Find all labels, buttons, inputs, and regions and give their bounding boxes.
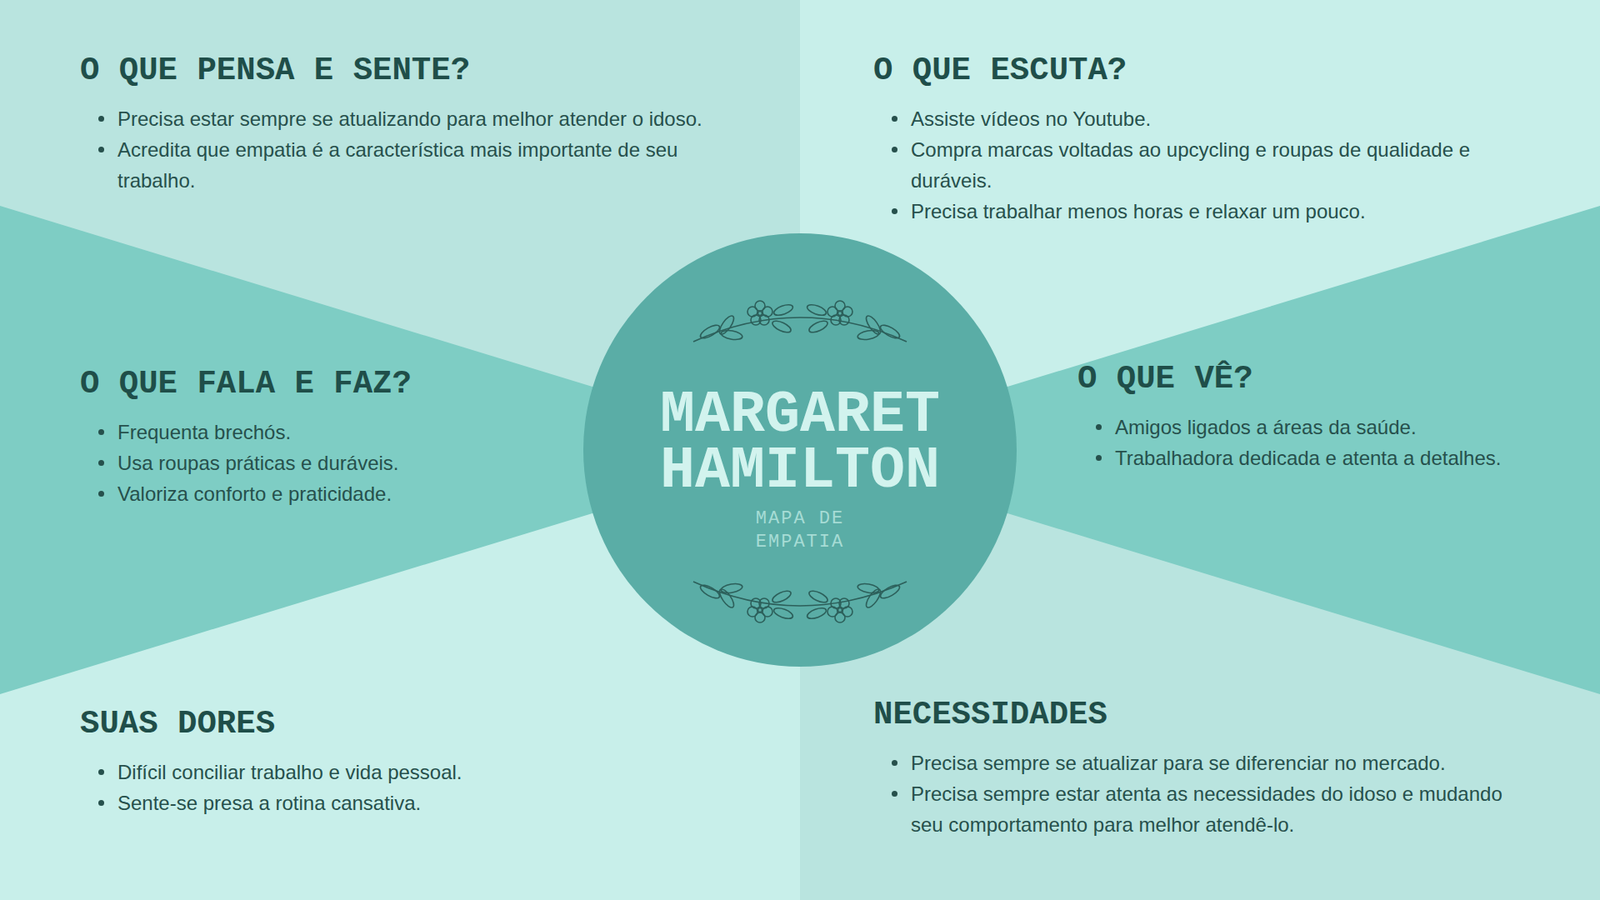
bullet-text: Acredita que empatia é a característica … bbox=[117, 134, 747, 196]
bullet-dot bbox=[891, 208, 898, 215]
leaf bbox=[772, 302, 795, 318]
leaf bbox=[856, 329, 880, 341]
map-subtitle: MAPA DE EMPATIA bbox=[755, 507, 845, 555]
section-heading: O QUE PENSA E SENTE? bbox=[80, 51, 747, 91]
leaf bbox=[716, 313, 736, 336]
bullet-dot bbox=[98, 460, 105, 466]
bullet-item: Usa roupas práticas e duráveis. bbox=[80, 447, 580, 479]
bullet-dot bbox=[98, 429, 105, 435]
leaf bbox=[863, 313, 883, 336]
leaf bbox=[805, 302, 828, 318]
bullet-list: Amigos ligados a áreas da saúde.Trabalha… bbox=[1077, 411, 1578, 474]
floral-ornament bbox=[693, 300, 907, 342]
bullet-text: Precisa sempre se atualizar para se dife… bbox=[910, 747, 1446, 779]
bullet-item: Amigos ligados a áreas da saúde. bbox=[1077, 411, 1578, 443]
bullet-dot bbox=[891, 115, 898, 122]
section-heading: O QUE FALA E FAZ? bbox=[80, 365, 580, 405]
stem bbox=[693, 317, 907, 342]
center-circle: MARGARET HAMILTON MAPA DE EMPATIA bbox=[583, 233, 1017, 667]
bullet-item: Frequenta brechós. bbox=[80, 416, 580, 448]
leaf bbox=[698, 322, 722, 341]
bullet-item: Compra marcas voltadas ao upcycling e ro… bbox=[873, 134, 1557, 196]
bullet-text: Compra marcas voltadas ao upcycling e ro… bbox=[910, 134, 1557, 196]
map-section: O QUE FALA E FAZ? Frequenta brechós.Usa r… bbox=[80, 365, 580, 510]
bullet-list: Frequenta brechós.Usa roupas práticas e … bbox=[80, 416, 580, 510]
bullet-dot bbox=[98, 490, 105, 497]
bullet-item: Acredita que empatia é a característica … bbox=[80, 134, 747, 196]
map-section: O QUE ESCUTA? Assiste vídeos no Youtube.C… bbox=[873, 51, 1557, 227]
bullet-dot bbox=[98, 800, 105, 806]
bullet-text: Precisa sempre estar atenta as necessida… bbox=[910, 778, 1524, 840]
flower bbox=[827, 300, 853, 325]
bullet-list: Precisa sempre se atualizar para se dife… bbox=[873, 747, 1524, 840]
bullet-item: Precisa trabalhar menos horas e relaxar … bbox=[873, 195, 1557, 227]
section-heading: O QUE VÊ? bbox=[1077, 360, 1578, 400]
bullet-dot bbox=[98, 115, 105, 122]
bullet-item: Sente-se presa a rotina cansativa. bbox=[80, 787, 664, 819]
bullet-dot bbox=[98, 146, 105, 153]
map-section: O QUE VÊ? Amigos ligados a áreas da saúde… bbox=[1077, 360, 1578, 474]
bullet-text: Usa roupas práticas e duráveis. bbox=[117, 447, 400, 479]
persona-name: MARGARET HAMILTON bbox=[660, 387, 940, 500]
bullet-text: Sente-se presa a rotina cansativa. bbox=[117, 787, 421, 819]
bullet-dot bbox=[891, 760, 898, 766]
bullet-dot bbox=[1095, 455, 1102, 461]
leaf bbox=[878, 322, 902, 341]
center-circle bbox=[583, 233, 1017, 667]
leaf bbox=[770, 318, 793, 335]
bullet-text: Precisa estar sempre se atualizando para… bbox=[117, 103, 703, 135]
bullet-dot bbox=[98, 769, 105, 775]
bullet-text: Difícil conciliar trabalho e vida pessoa… bbox=[117, 756, 463, 788]
map-section: O QUE PENSA E SENTE? Precisa estar sempre… bbox=[80, 51, 747, 196]
leaf bbox=[807, 318, 830, 335]
section-heading: SUAS DORES bbox=[80, 705, 664, 745]
map-section: SUAS DORES Difícil conciliar trabalho e v… bbox=[80, 705, 664, 819]
floral-ornament bbox=[693, 581, 907, 623]
bullet-item: Trabalhadora dedicada e atenta a detalhe… bbox=[1077, 442, 1578, 474]
flower bbox=[747, 300, 773, 325]
bullet-text: Assiste vídeos no Youtube. bbox=[910, 103, 1151, 135]
bullet-dot bbox=[1095, 424, 1102, 430]
bullet-dot bbox=[891, 146, 898, 153]
bullet-item: Difícil conciliar trabalho e vida pessoa… bbox=[80, 756, 664, 788]
map-section: NECESSIDADES Precisa sempre se atualizar … bbox=[873, 695, 1524, 840]
bullet-list: Precisa estar sempre se atualizando para… bbox=[80, 103, 747, 196]
section-heading: NECESSIDADES bbox=[873, 695, 1524, 735]
bullet-text: Amigos ligados a áreas da saúde. bbox=[1115, 411, 1417, 443]
bullet-item: Precisa sempre estar atenta as necessida… bbox=[873, 778, 1524, 840]
leaf bbox=[720, 329, 743, 341]
bullet-item: Valoriza conforto e praticidade. bbox=[80, 478, 580, 510]
bullet-dot bbox=[891, 790, 898, 797]
section-heading: O QUE ESCUTA? bbox=[873, 51, 1557, 91]
bullet-text: Frequenta brechós. bbox=[117, 416, 291, 448]
bullet-list: Difícil conciliar trabalho e vida pessoa… bbox=[80, 756, 664, 819]
bullet-text: Trabalhadora dedicada e atenta a detalhe… bbox=[1115, 442, 1501, 474]
bullet-item: Precisa estar sempre se atualizando para… bbox=[80, 103, 747, 135]
bullet-item: Precisa sempre se atualizar para se dife… bbox=[873, 747, 1524, 779]
bullet-text: Valoriza conforto e praticidade. bbox=[117, 478, 392, 510]
bullet-list: Assiste vídeos no Youtube.Compra marcas … bbox=[873, 103, 1557, 227]
bullet-text: Precisa trabalhar menos horas e relaxar … bbox=[910, 195, 1366, 227]
bullet-item: Assiste vídeos no Youtube. bbox=[873, 103, 1557, 135]
